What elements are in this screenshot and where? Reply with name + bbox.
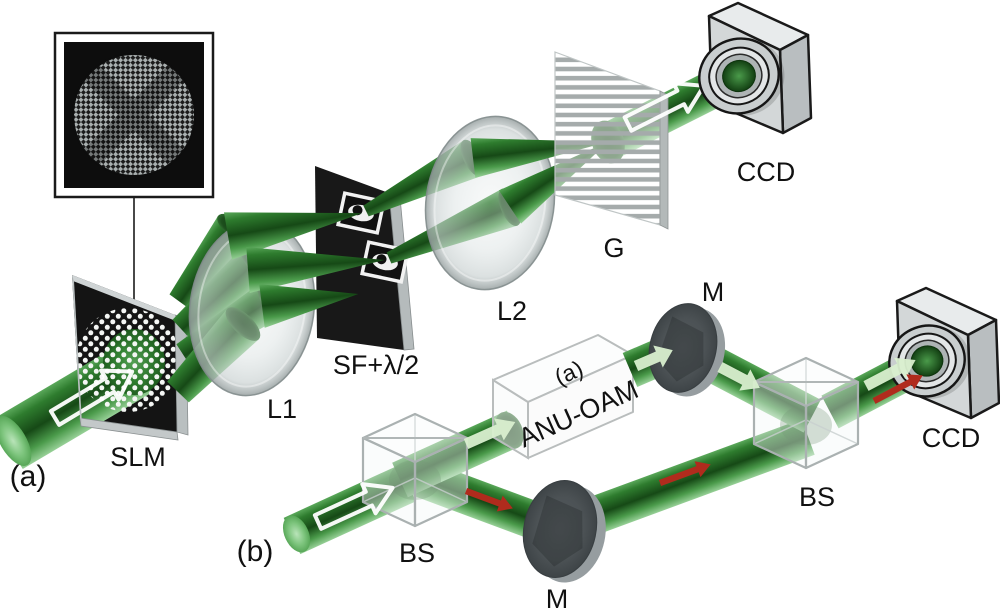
beam-direction-arrow-a [48,368,135,427]
ccd-lens-a [698,37,785,116]
reference-arrow-mirror-bs2 [658,461,711,487]
mirror-bottom-label: M [546,584,569,614]
mirror-bottom [522,479,606,583]
anu-oam-box: (a) ANU-OAM [492,334,643,460]
beam-direction-arrow-g [622,81,706,133]
ccd-camera-b [888,286,1000,420]
bs-input-label: BS [399,538,435,568]
bs-cube-output [752,356,860,470]
reference-arrow-output [872,374,923,404]
reference-arrow-bs1-mirror [464,488,513,512]
fork-hologram-inset [53,31,215,300]
panel-a-tag: (a) [10,460,47,493]
signal-arrow-output [863,357,916,391]
ccd-lens-b [888,324,971,399]
panel-b-tag: (b) [237,535,274,568]
sf-label: SF+λ/2 [333,350,419,380]
g-label: G [603,233,624,263]
grating-g [554,51,669,230]
mirror-top [648,303,726,397]
signal-arrow-device-mirror [633,345,673,372]
bs-output-label: BS [799,482,835,512]
ccd-camera-a [698,1,813,135]
ccd-b-label: CCD [922,423,981,453]
signal-arrow-mirror-bs2 [717,362,760,391]
l1-label: L1 [267,394,297,424]
mirror-top-label: M [702,277,725,307]
l2-label: L2 [497,296,527,326]
focused-beams [223,212,385,328]
beam-mirror-to-bs2 [559,419,815,544]
bs-cube-input [361,412,469,528]
signal-arrow-bs1-device [463,418,516,450]
slm-label: SLM [110,442,166,472]
ccd-a-label: CCD [737,157,796,187]
beam-direction-arrow-b-input [312,482,395,531]
